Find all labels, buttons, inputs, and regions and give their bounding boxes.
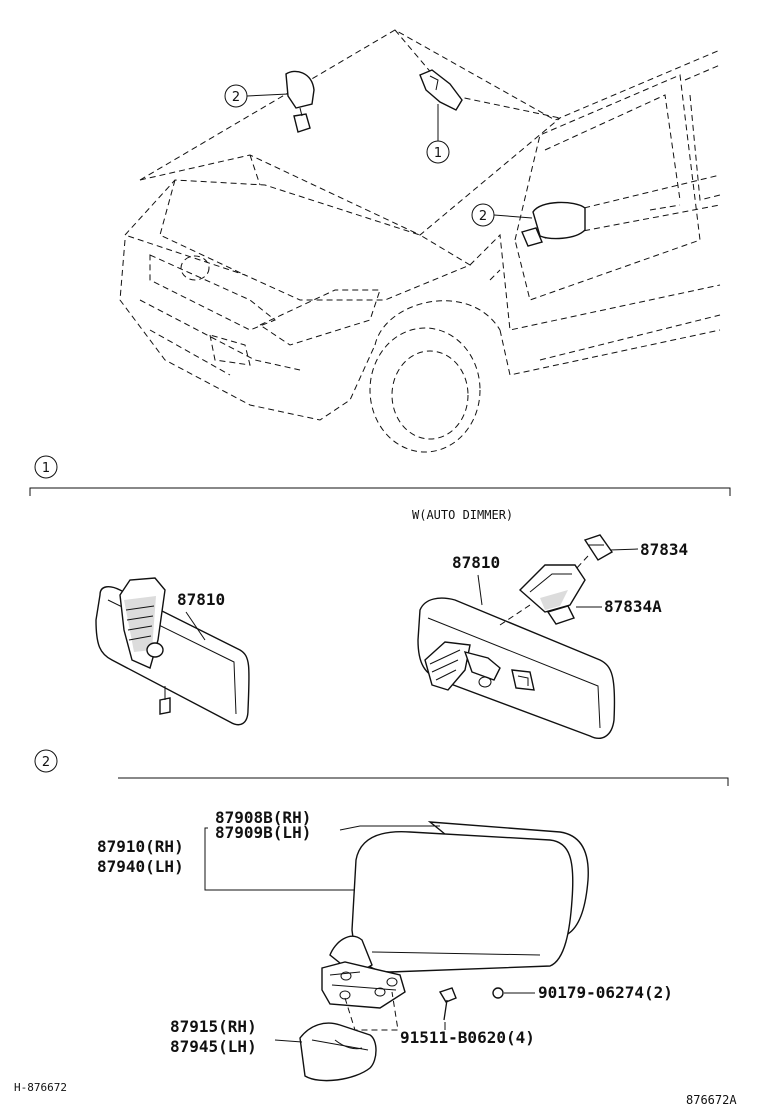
part-90179-06274: 90179-06274(2) [538, 983, 673, 1002]
car-illustration [119, 29, 721, 453]
part-87940: 87940(LH) [97, 857, 184, 876]
section-2-number: 2 [42, 755, 50, 770]
part-87810-auto: 87810 [452, 553, 500, 572]
part-87810-basic: 87810 [177, 590, 225, 609]
part-87908B: 87908B(RH) [215, 808, 311, 827]
section-1-number: 1 [42, 461, 50, 476]
callout-2-right-label: 2 [479, 209, 487, 224]
part-87834A: 87834A [604, 597, 662, 616]
part-87945: 87945(LH) [170, 1037, 257, 1056]
outer-mirror-assembly [299, 821, 589, 1082]
part-87834: 87834 [640, 540, 688, 559]
callout-2-left-label: 2 [232, 90, 240, 105]
variant-note: W(AUTO DIMMER) [412, 508, 513, 522]
footer-left-code: H-876672 [14, 1081, 67, 1094]
callout-1-car: 1 [426, 104, 450, 164]
footer-right-code: 876672A [686, 1093, 737, 1107]
part-87910: 87910(RH) [97, 837, 184, 856]
section-1-header: 1 [29, 455, 731, 496]
section-2-header: 2 [34, 749, 729, 786]
callout-1-car-label: 1 [434, 146, 442, 161]
inner-mirror-basic [95, 577, 250, 726]
callout-2-left: 2 [224, 84, 289, 108]
part-91511-B0620: 91511-B0620(4) [400, 1028, 535, 1047]
part-87915: 87915(RH) [170, 1017, 257, 1036]
part-87909B: 87909B(LH) [215, 823, 311, 842]
inner-mirror-auto-dimmer [417, 534, 616, 739]
callout-2-right: 2 [471, 203, 533, 227]
